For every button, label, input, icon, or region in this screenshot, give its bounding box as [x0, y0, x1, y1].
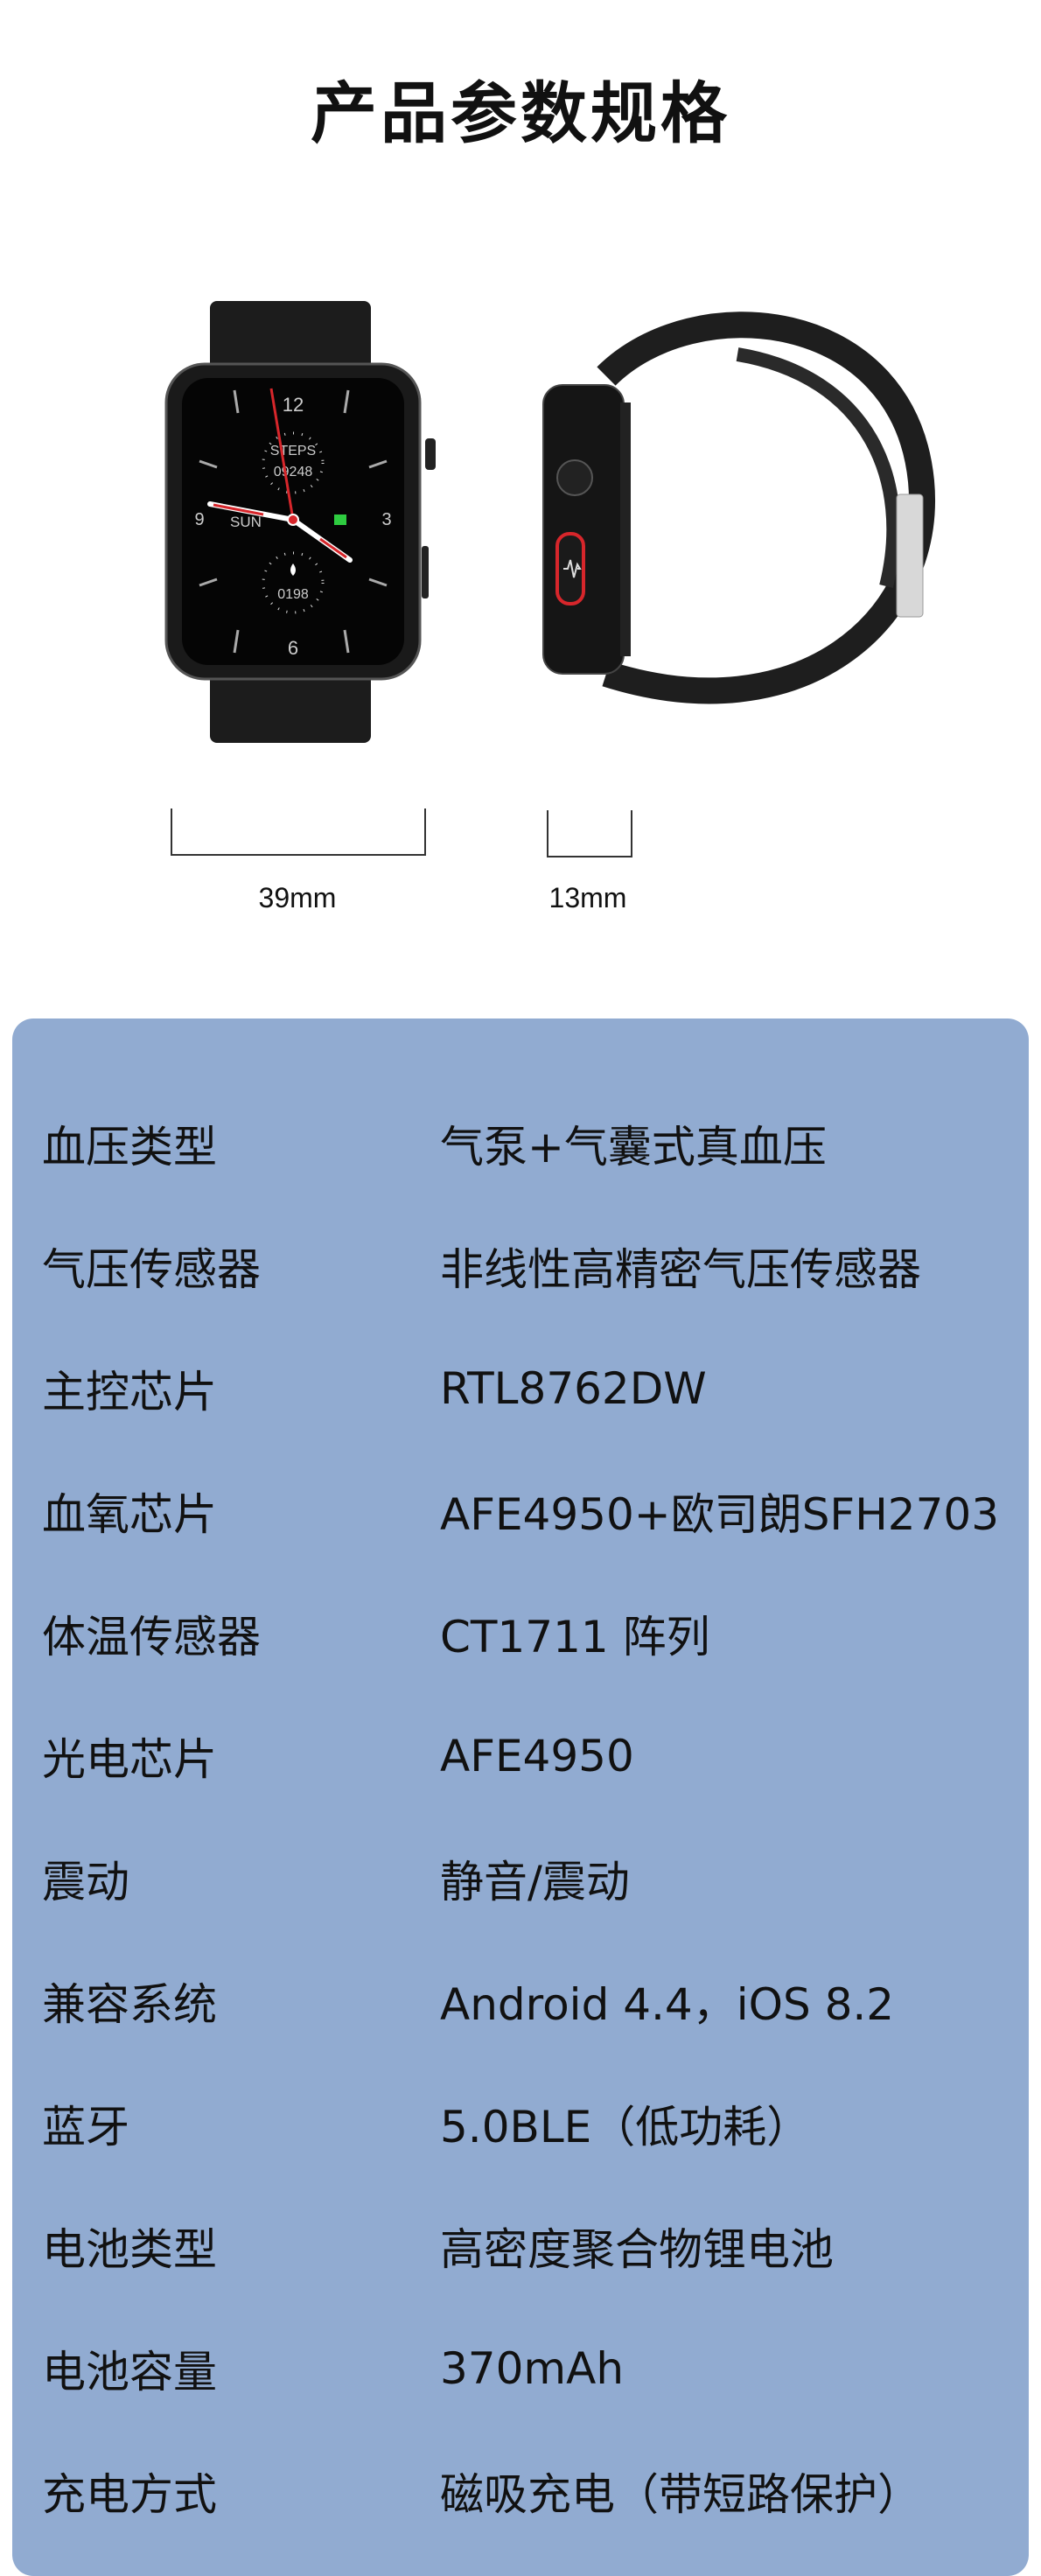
spec-value: 磁吸充电（带短路保护） — [440, 2469, 921, 2520]
watch-day: SUN — [230, 514, 262, 530]
width-dimension-bracket — [171, 808, 426, 856]
spec-value: RTL8762DW — [440, 1363, 707, 1414]
spec-row: 兼容系统 Android 4.4，iOS 8.2 — [12, 1966, 1029, 2036]
spec-row: 蓝牙 5.0BLE（低功耗） — [12, 2089, 1029, 2159]
watch-bottom-value: 0198 — [277, 587, 309, 602]
thickness-dimension-bracket — [547, 810, 632, 858]
spec-row: 充电方式 磁吸充电（带短路保护） — [12, 2456, 1029, 2526]
spec-value: 静音/震动 — [440, 1857, 630, 1908]
spec-row: 主控芯片 RTL8762DW — [12, 1354, 1029, 1424]
spec-row: 体温传感器 CT1711 阵列 — [12, 1599, 1029, 1669]
heart-rate-icon — [563, 559, 582, 578]
spec-label: 蓝牙 — [42, 2102, 129, 2152]
spec-value: 5.0BLE（低功耗） — [440, 2102, 811, 2152]
spec-label: 主控芯片 — [42, 1367, 217, 1418]
spec-value: CT1711 阵列 — [440, 1612, 710, 1662]
spec-label: 电池类型 — [42, 2224, 217, 2275]
spec-label: 血氧芯片 — [42, 1489, 217, 1540]
spec-row: 血氧芯片 AFE4950+欧司朗SFH2703 — [12, 1476, 1029, 1546]
battery-icon — [334, 514, 346, 525]
page-title: 产品参数规格 — [311, 74, 730, 152]
spec-value: 气泵+气囊式真血压 — [440, 1122, 827, 1172]
spec-label: 兼容系统 — [42, 1979, 217, 2030]
watch-steps-label: STEPS — [270, 444, 316, 458]
thickness-dimension-label: 13mm — [548, 882, 627, 914]
spec-label: 震动 — [42, 1857, 129, 1908]
spec-value: 高密度聚合物锂电池 — [440, 2224, 834, 2275]
spec-label: 充电方式 — [42, 2469, 217, 2520]
spec-value: 370mAh — [440, 2343, 625, 2394]
spec-label: 电池容量 — [42, 2347, 217, 2398]
watch-front-image: 12 6 9 3 STEPS 09248 SUN 0198 — [164, 301, 436, 743]
watch-numeral-3: 3 — [381, 510, 391, 529]
watch-numeral-12: 12 — [283, 394, 304, 416]
width-dimension-label: 39mm — [258, 882, 337, 914]
spec-row: 血压类型 气泵+气囊式真血压 — [12, 1109, 1029, 1179]
watch-steps-value: 09248 — [274, 465, 313, 480]
blood-drop-icon — [290, 564, 296, 576]
spec-row: 电池容量 370mAh — [12, 2334, 1029, 2404]
spec-value: AFE4950+欧司朗SFH2703 — [440, 1489, 1000, 1540]
spec-table: 血压类型 气泵+气囊式真血压气压传感器 非线性高精密气压传感器主控芯片 RTL8762… — [12, 1018, 1029, 2576]
spec-label: 光电芯片 — [42, 1734, 217, 1785]
watch-numeral-6: 6 — [288, 637, 298, 659]
spec-label: 气压传感器 — [42, 1244, 261, 1295]
spec-row: 光电芯片 AFE4950 — [12, 1721, 1029, 1791]
spec-row: 震动 静音/震动 — [12, 1844, 1029, 1914]
spec-label: 体温传感器 — [42, 1612, 261, 1662]
spec-label: 血压类型 — [42, 1122, 217, 1172]
spec-row: 气压传感器 非线性高精密气压传感器 — [12, 1231, 1029, 1301]
spec-value: Android 4.4，iOS 8.2 — [440, 1979, 895, 2030]
spec-row: 电池类型 高密度聚合物锂电池 — [12, 2211, 1029, 2281]
spec-value: AFE4950 — [440, 1731, 634, 1782]
watch-numeral-9: 9 — [194, 510, 204, 529]
spec-value: 非线性高精密气压传感器 — [440, 1244, 921, 1295]
watch-side-image — [542, 312, 935, 704]
